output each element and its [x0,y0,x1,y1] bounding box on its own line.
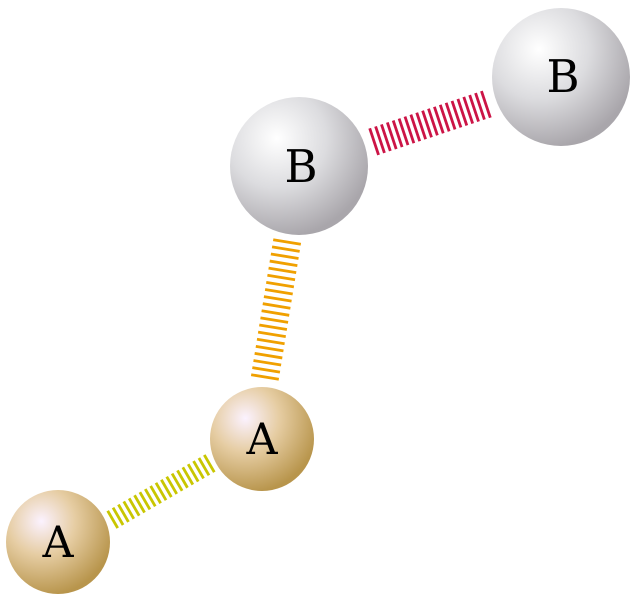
bond-a2-b1-hatch [266,280,295,289]
bond-a1-a2-hatch [117,503,130,523]
atom-b2-label: B [546,50,579,103]
bond-a2-b1-hatch [263,295,292,303]
bond-a1-a2-hatch [133,494,146,514]
bond-b1-b2-hatch [456,98,469,126]
bond-a2-b1-hatch [253,359,282,367]
atom-a1: A [6,490,110,594]
bond-b1-b2-hatch [397,118,410,146]
bond-a1-a2-hatch [165,475,178,495]
atom-b1-label: B [284,140,317,193]
bond-a1-a2-hatch [160,479,173,498]
bond-a1-a2-hatch [111,506,125,526]
bond-b1-b2-hatch [409,114,422,142]
bond-b1-b2-hatch [462,96,474,124]
atom-a2-sphere [210,387,314,491]
bond-a2-b1-hatch [257,330,286,339]
bond-a1-a2-hatch [170,472,184,492]
bond-a2-b1-hatch [264,288,293,296]
atom-b1-sphere [230,97,368,235]
atom-b2: B [492,8,630,146]
bond-b1-b2-hatch [403,116,416,144]
bond-a2-b1 [250,238,302,381]
bond-a1-a2-hatch [203,454,216,473]
bonds-layer [106,90,492,529]
bond-a2-b1-hatch [268,266,297,275]
bond-a1-a2 [106,454,216,529]
bond-b1-b2-hatch [480,90,492,119]
atom-a2-label: A [245,415,278,465]
atom-a1-sphere [6,490,110,594]
bond-a1-a2-hatch [106,510,119,529]
atoms-layer: A A B B [6,8,630,594]
bond-a1-a2-hatch [197,457,211,477]
bond-a2-b1-hatch [267,273,296,282]
bond-b1-b2-hatch [438,104,451,132]
bond-b1-b2-hatch [450,100,463,128]
atom-b1: B [230,97,368,235]
bond-b1-b2-hatch [374,125,386,154]
bond-b1-b2-hatch [444,102,457,130]
bond-b1-b2-hatch [468,94,480,123]
bond-a2-b1-hatch [262,302,291,310]
bond-b1-b2-hatch [474,92,486,121]
bond-a1-a2-hatch [154,482,168,501]
bond-a1-a2-hatch [144,488,157,508]
bond-a2-b1-hatch [252,366,281,374]
bond-a2-b1-hatch [254,352,283,360]
bond-a1-a2-hatch [181,466,195,486]
atom-b2-sphere [492,8,630,146]
bond-a2-b1-hatch [250,373,280,381]
bond-b1-b2-hatch [421,110,433,138]
bond-a2-b1-hatch [260,316,289,324]
atom-a2: A [210,387,314,491]
bond-a2-b1-hatch [270,252,299,260]
bond-a2-b1-hatch [255,344,284,353]
bond-a2-b1-hatch [261,309,290,317]
bond-a1-a2-hatch [122,500,136,520]
bond-a2-b1-hatch [272,238,302,246]
bond-a1-a2-hatch [186,463,200,483]
bond-a2-b1-hatch [269,259,298,267]
bond-a1-a2-hatch [127,497,141,517]
bond-b1-b2-hatch [433,106,445,134]
bond-a1-a2-hatch [192,460,205,480]
bond-b1-b2-hatch [368,127,380,156]
bond-a1-a2-hatch [176,469,189,489]
bond-b1-b2-hatch [391,120,404,148]
bond-a2-b1-hatch [271,245,300,253]
bond-b1-b2 [368,90,492,156]
bond-a1-a2-hatch [138,491,152,511]
bond-b1-b2-hatch [427,108,439,136]
bond-b1-b2-hatch [415,112,427,140]
atom-a1-label: A [41,518,74,568]
bond-b1-b2-hatch [386,122,398,150]
bond-b1-b2-hatch [380,123,392,152]
bond-a1-a2-hatch [149,485,162,504]
bond-a2-b1-hatch [256,337,285,346]
bond-a2-b1-hatch [259,323,288,331]
